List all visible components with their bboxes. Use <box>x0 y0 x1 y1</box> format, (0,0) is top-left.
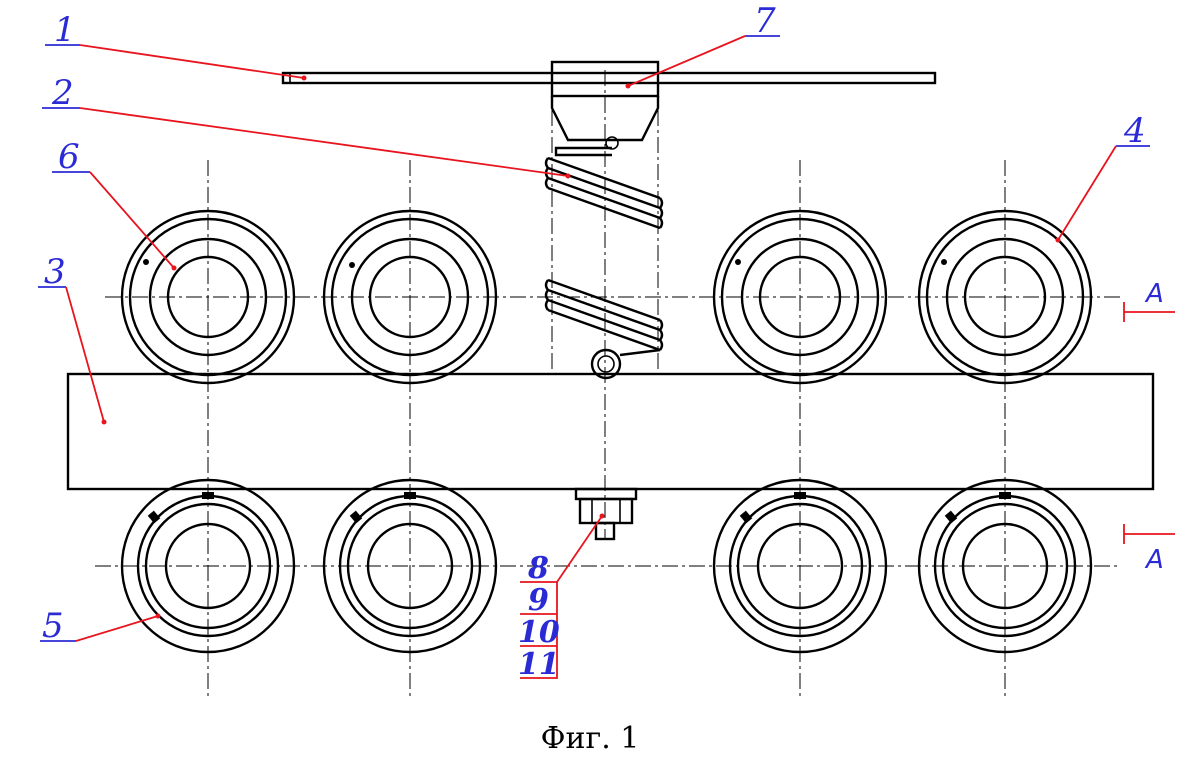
label-9: 9 <box>528 583 549 618</box>
upper-roller-2 <box>322 209 498 385</box>
lower-roller-3 <box>712 478 888 654</box>
label-7: 7 <box>754 1 776 41</box>
part-labels: 1 2 3 4 5 6 7 <box>42 1 1146 646</box>
spring <box>544 146 664 380</box>
leader-lines <box>38 35 1150 679</box>
label-2: 2 <box>51 73 74 113</box>
label-3: 3 <box>44 252 66 292</box>
label-5: 5 <box>42 606 64 646</box>
upper-roller-3 <box>712 209 888 385</box>
main-beam <box>66 372 1155 491</box>
bolt-assembly <box>574 487 638 541</box>
upper-roller-4 <box>917 209 1093 385</box>
label-4: 4 <box>1123 111 1146 151</box>
top-rod <box>281 71 937 85</box>
center-lines <box>95 70 1120 700</box>
label-1: 1 <box>54 10 76 50</box>
section-label-top: А <box>1144 279 1164 309</box>
figure-caption: Фиг. 1 <box>541 721 640 756</box>
lower-roller-1 <box>120 478 296 654</box>
section-mark-bottom: А <box>1123 524 1175 575</box>
stack-labels: 8 9 10 11 <box>518 551 560 682</box>
housing-block <box>550 60 660 150</box>
label-11: 11 <box>518 647 560 682</box>
lower-roller-2 <box>322 478 498 654</box>
section-mark-top: А <box>1123 279 1175 322</box>
label-10: 10 <box>518 615 560 650</box>
section-label-bottom: А <box>1144 545 1164 575</box>
label-6: 6 <box>58 137 80 177</box>
upper-roller-1 <box>120 209 296 385</box>
lower-roller-4 <box>917 478 1093 654</box>
label-8: 8 <box>527 551 549 586</box>
